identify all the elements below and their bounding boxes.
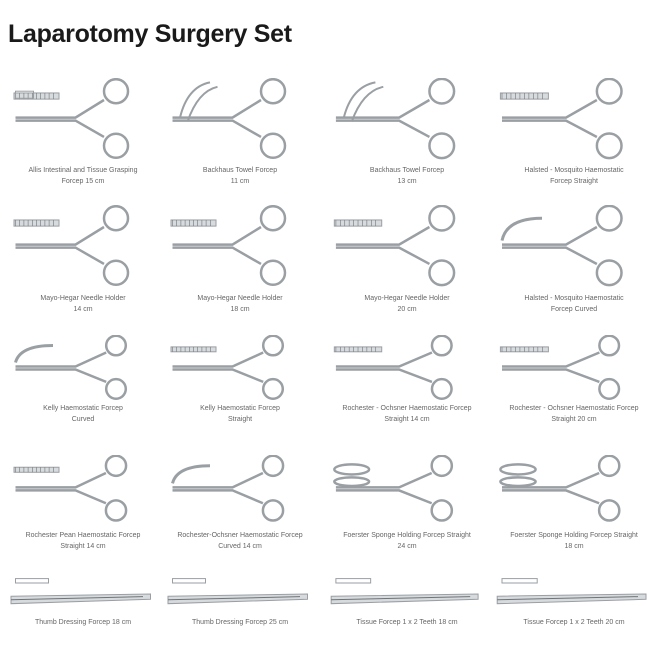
caption-line-1: Allis Intestinal and Tissue Grasping: [28, 167, 138, 174]
thumb-forcep-icon: [328, 572, 486, 616]
instrument-card: Tissue Forcep 1 x 2 Teeth 20 cm: [494, 572, 654, 643]
caption-line-1: Tissue Forcep 1 x 2 Teeth 18 cm: [356, 619, 458, 626]
instrument-caption: Tissue Forcep 1 x 2 Teeth 20 cm: [494, 617, 654, 628]
caption-line-1: Foerster Sponge Holding Forcep Straight: [510, 532, 638, 539]
caption-line-2: Straight 14 cm: [384, 416, 430, 423]
caption-line-1: Rochester-Ochsner Haemostatic Forcep: [177, 532, 303, 539]
instrument-caption: Foerster Sponge Holding Forcep Straight 2…: [328, 530, 486, 552]
caption-line-2: 20 cm: [397, 306, 417, 313]
straight-forcep-icon: [165, 335, 315, 405]
instrument-card: Foerster Sponge Holding Forcep Straight 2…: [328, 455, 486, 556]
straight-forcep-icon: [494, 335, 654, 405]
towel-forcep-icon: [328, 78, 486, 166]
sponge-forcep-icon: [328, 455, 486, 527]
towel-forcep-icon: [165, 78, 315, 166]
caption-line-2: 11 cm: [230, 178, 250, 185]
caption-line-1: Tissue Forcep 1 x 2 Teeth 20 cm: [523, 619, 625, 626]
instrument-caption: Tissue Forcep 1 x 2 Teeth 18 cm: [328, 617, 486, 628]
needle-holder-icon: [165, 205, 315, 293]
caption-line-1: Halsted - Mosquito Haemostatic: [524, 295, 624, 302]
caption-line-1: Rochester - Ochsner Haemostatic Forcep: [509, 405, 639, 412]
caption-line-1: Foerster Sponge Holding Forcep Straight: [343, 532, 471, 539]
instrument-caption: Backhaus Towel Forcep 11 cm: [165, 165, 315, 187]
instrument-card: Mayo-Hegar Needle Holder 14 cm: [8, 205, 158, 319]
caption-line-1: Backhaus Towel Forcep: [202, 167, 278, 174]
instrument-caption: Mayo-Hegar Needle Holder 14 cm: [8, 293, 158, 315]
straight-forcep-icon: [494, 78, 654, 166]
caption-line-2: Straight: [227, 416, 253, 423]
caption-line-1: Thumb Dressing Forcep 18 cm: [34, 619, 132, 626]
caption-line-2: Forcep 15 cm: [61, 178, 105, 185]
thumb-forcep-icon: [494, 572, 654, 616]
caption-line-1: Mayo-Hegar Needle Holder: [40, 295, 126, 302]
curved-forcep-icon: [8, 335, 158, 405]
instrument-caption: Mayo-Hegar Needle Holder 18 cm: [165, 293, 315, 315]
caption-line-1: Rochester Pean Haemostatic Forcep: [25, 532, 141, 539]
instrument-caption: Thumb Dressing Forcep 25 cm: [165, 617, 315, 628]
instrument-card: Mayo-Hegar Needle Holder 20 cm: [328, 205, 486, 319]
caption-line-2: 14 cm: [73, 306, 93, 313]
page-title: Laparotomy Surgery Set: [8, 20, 292, 48]
instrument-card: Thumb Dressing Forcep 25 cm: [165, 572, 315, 643]
instrument-caption: Mayo-Hegar Needle Holder 20 cm: [328, 293, 486, 315]
allis-forcep-icon: [8, 78, 158, 166]
caption-line-2: 18 cm: [564, 543, 584, 550]
instrument-card: Thumb Dressing Forcep 18 cm: [8, 572, 158, 643]
caption-line-1: Halsted - Mosquito Haemostatic: [524, 167, 624, 174]
needle-holder-icon: [328, 205, 486, 293]
caption-line-2: Straight 14 cm: [60, 543, 106, 550]
needle-holder-icon: [8, 205, 158, 293]
thumb-forcep-icon: [165, 572, 315, 616]
instrument-card: Backhaus Towel Forcep 13 cm: [328, 78, 486, 191]
caption-line-1: Thumb Dressing Forcep 25 cm: [191, 619, 289, 626]
sponge-forcep-icon: [494, 455, 654, 527]
curved-forcep-icon: [165, 455, 315, 527]
caption-line-2: 13 cm: [397, 178, 417, 185]
caption-line-1: Mayo-Hegar Needle Holder: [197, 295, 283, 302]
instrument-card: Foerster Sponge Holding Forcep Straight 1…: [494, 455, 654, 556]
instrument-caption: Foerster Sponge Holding Forcep Straight 1…: [494, 530, 654, 552]
thumb-forcep-icon: [8, 572, 158, 616]
caption-line-2: 24 cm: [397, 543, 417, 550]
caption-line-2: Curved: [71, 416, 95, 423]
instrument-caption: Backhaus Towel Forcep 13 cm: [328, 165, 486, 187]
caption-line-2: Straight 20 cm: [551, 416, 597, 423]
straight-forcep-icon: [328, 335, 486, 405]
caption-line-2: Forcep Straight: [550, 178, 598, 185]
caption-line-1: Backhaus Towel Forcep: [369, 167, 445, 174]
instrument-caption: Thumb Dressing Forcep 18 cm: [8, 617, 158, 628]
straight-forcep-icon: [8, 455, 158, 527]
caption-line-2: Curved 14 cm: [218, 543, 262, 550]
caption-line-1: Mayo-Hegar Needle Holder: [364, 295, 450, 302]
instrument-card: Mayo-Hegar Needle Holder 18 cm: [165, 205, 315, 319]
caption-line-2: Forcep Curved: [550, 306, 598, 313]
caption-line-1: Kelly Haemostatic Forcep: [200, 405, 280, 412]
caption-line-1: Rochester - Ochsner Haemostatic Forcep: [342, 405, 472, 412]
caption-line-1: Kelly Haemostatic Forcep: [43, 405, 123, 412]
instrument-card: Backhaus Towel Forcep 11 cm: [165, 78, 315, 191]
instrument-card: Tissue Forcep 1 x 2 Teeth 18 cm: [328, 572, 486, 643]
curved-forcep-icon: [494, 205, 654, 293]
caption-line-2: 18 cm: [230, 306, 250, 313]
